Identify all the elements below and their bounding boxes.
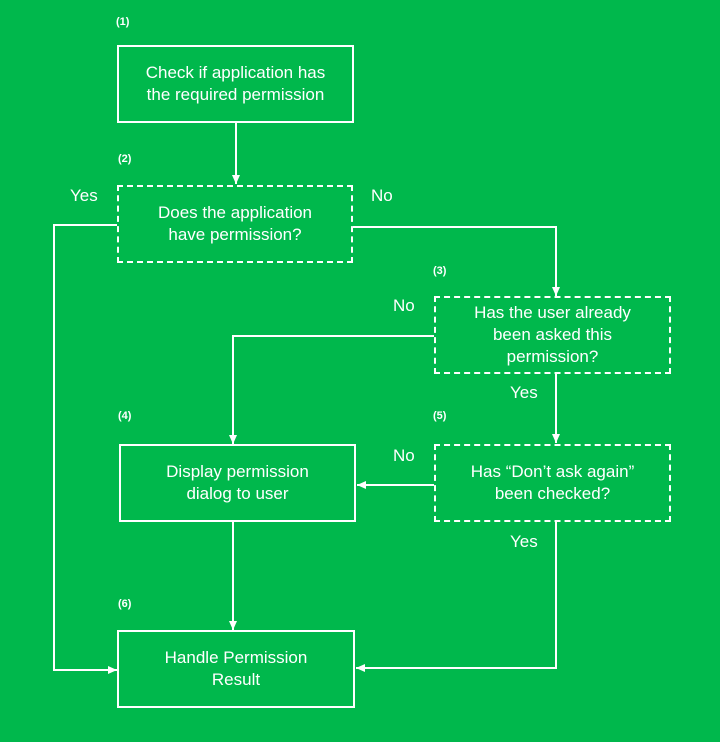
node-dont-ask-again-decision: Has “Don’t ask again” been checked? xyxy=(434,444,671,522)
node-handle-result: Handle Permission Result xyxy=(117,630,355,708)
node-has-permission-decision: Does the application have permission? xyxy=(117,185,353,263)
node-already-asked-decision: Has the user already been asked this per… xyxy=(434,296,671,374)
node-has-permission-line2: have permission? xyxy=(168,225,302,244)
node-dont-ask-again-line2: been checked? xyxy=(494,484,611,503)
branch-label-n5-yes: Yes xyxy=(510,532,538,551)
step-number-3: (3) xyxy=(433,265,447,277)
node-already-asked-line1: Has the user already xyxy=(474,303,631,322)
step-number-2: (2) xyxy=(118,153,132,165)
branch-label-n2-yes: Yes xyxy=(70,186,98,205)
branch-label-n3-yes: Yes xyxy=(510,383,538,402)
branch-label-n3-no: No xyxy=(393,296,415,315)
edge-n2-yes-to-n6 xyxy=(53,224,117,674)
step-number-6: (6) xyxy=(118,598,132,610)
node-handle-result-line2: Result xyxy=(211,670,261,689)
node-check-permission-line2: the required permission xyxy=(146,85,325,104)
node-display-dialog-line2: dialog to user xyxy=(186,484,289,503)
node-handle-result-line1: Handle Permission xyxy=(164,648,308,667)
step-number-4: (4) xyxy=(118,410,132,422)
edge-n5-yes-to-n6 xyxy=(356,522,557,672)
node-dont-ask-again-line1: Has “Don’t ask again” xyxy=(470,462,635,481)
node-has-permission-line1: Does the application xyxy=(157,203,313,222)
node-check-permission: Check if application has the required pe… xyxy=(117,45,354,123)
edge-n2-no-to-n3 xyxy=(353,226,560,296)
edge-n3-no-to-n4 xyxy=(229,335,434,444)
node-display-dialog-line1: Display permission xyxy=(166,462,309,481)
step-number-5: (5) xyxy=(433,410,447,422)
branch-label-n2-no: No xyxy=(371,186,393,205)
node-already-asked-line2: been asked this permission? xyxy=(492,325,613,366)
node-check-permission-line1: Check if application has xyxy=(145,63,326,82)
node-display-dialog: Display permission dialog to user xyxy=(119,444,356,522)
step-number-1: (1) xyxy=(116,16,130,28)
branch-label-n5-no: No xyxy=(393,446,415,465)
